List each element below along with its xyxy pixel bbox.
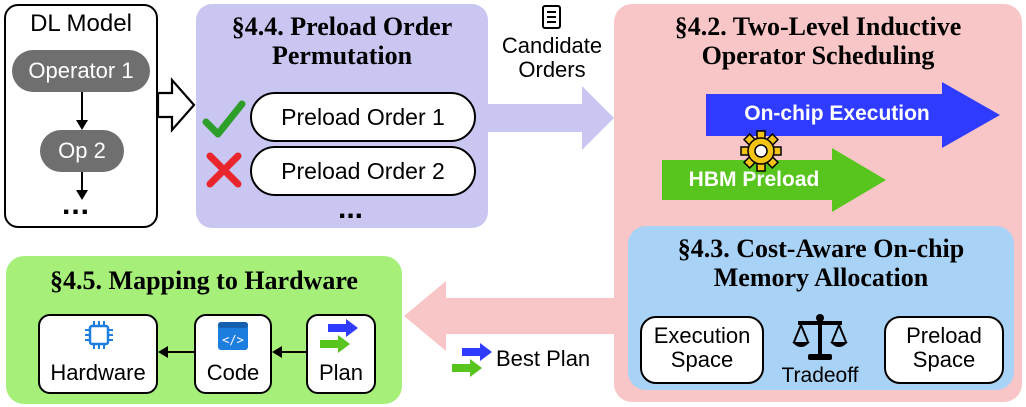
dl-to-preload-arrow	[156, 77, 196, 133]
svg-text:</>: </>	[222, 333, 244, 347]
execution-space-line-1: Execution	[653, 323, 751, 348]
chip-icon	[85, 321, 113, 349]
plan-arrows-icon	[320, 319, 358, 353]
preload-order-1: Preload Order 1	[250, 92, 476, 142]
scheduling-title: §4.2. Two-Level Inductive Operator Sched…	[614, 12, 1022, 70]
hbm-preload-arrow	[662, 148, 886, 212]
op-arrow-1	[76, 92, 88, 130]
code-icon: </>	[218, 322, 248, 350]
document-icon	[542, 5, 561, 29]
best-plan-label: Best Plan	[496, 346, 591, 371]
code-label: Code	[206, 360, 260, 385]
preload-space-line-2: Space	[912, 347, 976, 373]
gear-icon	[740, 130, 782, 172]
best-plan-arrow	[404, 281, 614, 351]
preload-space-box: Preload Space	[884, 316, 1004, 384]
candidate-arrow	[488, 86, 614, 150]
operator-2-node: Op 2	[40, 130, 124, 172]
candidate-line-2: Orders	[518, 57, 586, 83]
preload-space-line-1: Preload	[906, 323, 982, 348]
preload-order-2: Preload Order 2	[250, 146, 476, 196]
memory-title-line-1: §4.3. Cost-Aware On-chip	[677, 234, 965, 263]
hbm-preload-label: HBM Preload	[688, 168, 820, 191]
cross-icon	[206, 152, 242, 188]
preload-title-line-2: Permutation	[271, 41, 413, 71]
best-plan-icon	[452, 343, 492, 377]
hardware-label: Hardware	[50, 360, 146, 385]
plan-box	[306, 314, 376, 394]
preload-ellipsis: ...	[338, 192, 364, 225]
candidate-orders-label: Candidate Orders	[494, 33, 610, 83]
tradeoff-label: Tradeoff	[781, 364, 859, 387]
dl-model-title: DL Model	[30, 10, 132, 37]
execution-space-box: Execution Space	[640, 316, 764, 384]
scheduling-title-line-2: Operator Scheduling	[701, 41, 935, 71]
preload-title-line-1: §4.4. Preload Order	[231, 12, 453, 41]
balance-scale-icon	[792, 314, 848, 360]
memory-title-line-2: Memory Allocation	[713, 263, 929, 293]
op-arrow-2	[76, 172, 88, 200]
memory-title: §4.3. Cost-Aware On-chip Memory Allocati…	[628, 234, 1014, 292]
dl-model-ellipsis: ...	[62, 188, 91, 221]
candidate-line-1: Candidate	[501, 33, 603, 58]
plan-label: Plan	[318, 360, 364, 385]
onchip-execution-label: On-chip Execution	[744, 102, 930, 125]
mapping-title: §4.5. Mapping to Hardware	[50, 266, 358, 295]
preload-title: §4.4. Preload Order Permutation	[196, 12, 488, 70]
onchip-execution-arrow	[706, 82, 1000, 148]
mapping-arrows	[158, 346, 306, 358]
scheduling-title-line-1: §4.2. Two-Level Inductive	[674, 12, 962, 41]
execution-space-line-2: Space	[670, 347, 734, 373]
operator-1-node: Operator 1	[12, 50, 150, 92]
check-icon	[202, 100, 246, 138]
